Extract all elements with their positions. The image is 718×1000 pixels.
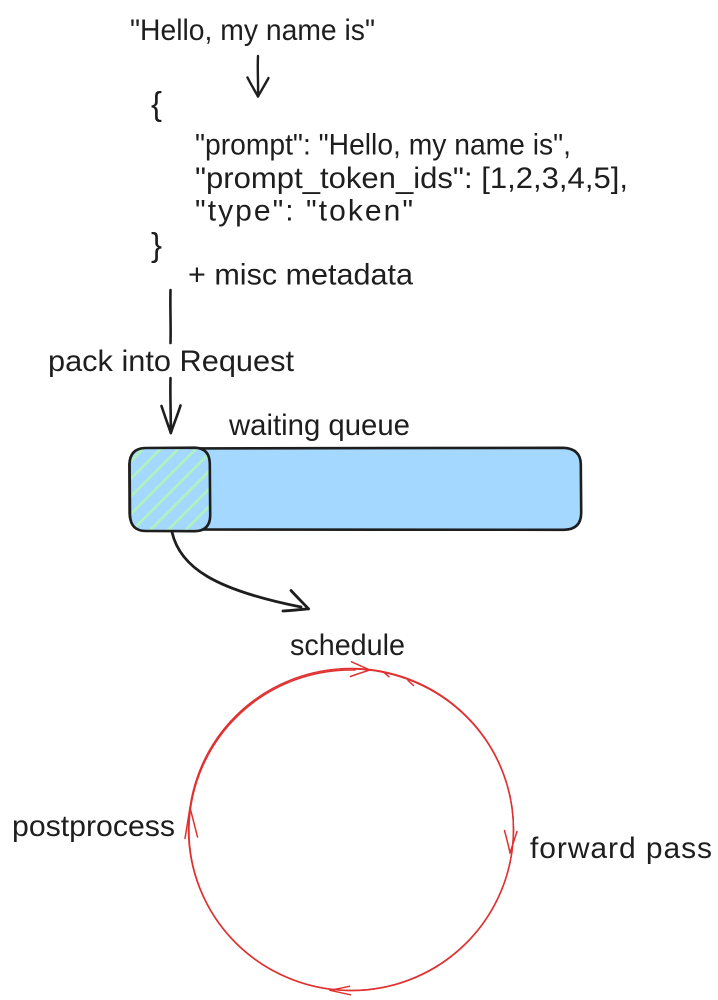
svg-text:postprocess: postprocess bbox=[12, 810, 175, 843]
svg-text:waiting queue: waiting queue bbox=[228, 409, 410, 442]
svg-text:{: { bbox=[151, 85, 162, 122]
svg-text:"prompt_token_ids": [1,2,3,4,5: "prompt_token_ids": [1,2,3,4,5], bbox=[195, 162, 628, 195]
svg-text:}: } bbox=[151, 226, 162, 263]
svg-text:forward pass: forward pass bbox=[530, 832, 712, 865]
svg-text:"prompt": "Hello, my name is",: "prompt": "Hello, my name is", bbox=[195, 129, 571, 162]
svg-text:schedule: schedule bbox=[290, 629, 405, 662]
svg-text:"type": "token": "type": "token" bbox=[195, 195, 413, 228]
svg-text:pack into Request: pack into Request bbox=[48, 345, 295, 378]
svg-text:+ misc metadata: + misc metadata bbox=[188, 259, 413, 292]
svg-text:"Hello, my name is": "Hello, my name is" bbox=[130, 14, 375, 47]
